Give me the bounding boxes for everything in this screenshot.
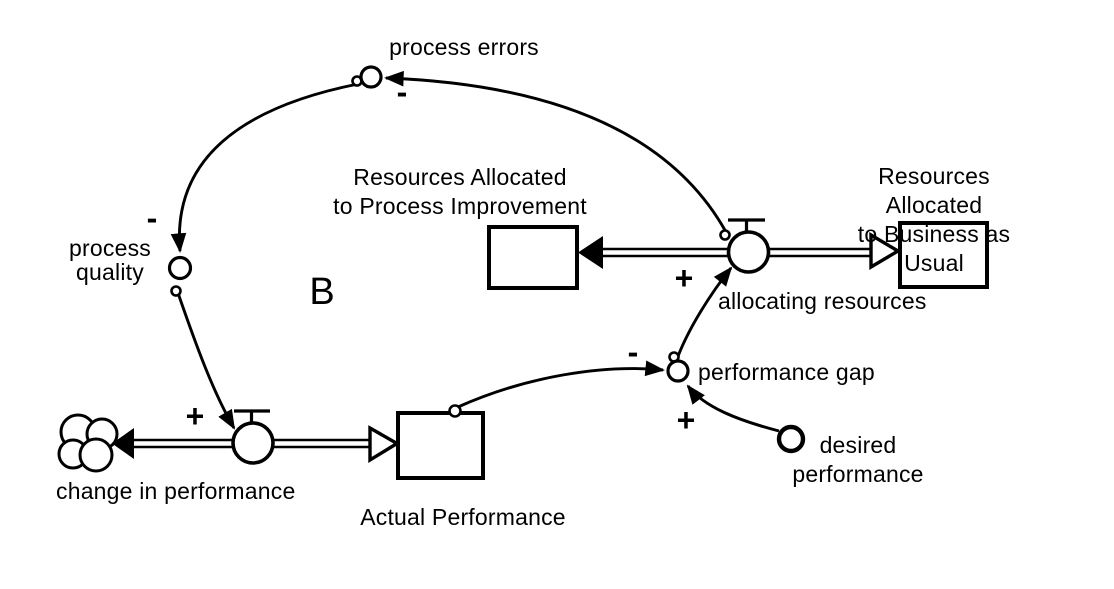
takeoff-hook: [719, 229, 731, 241]
valve-allocating-resources[interactable]: [726, 230, 771, 274]
converter-desired-performance[interactable]: [776, 424, 806, 454]
label-process-errors: process errors: [389, 34, 539, 60]
label-stock-actual-performance: Actual Performance: [360, 504, 566, 530]
label-stock-business-as-usual: Resources Allocated to Business as Usual: [857, 163, 1011, 276]
valve-handle: [728, 218, 765, 233]
flow-pipe-change-in-performance: [112, 409, 401, 465]
flow-arrowhead-hollow: [368, 425, 401, 464]
takeoff-hook: [448, 404, 462, 418]
label-performance-gap: performance gap: [698, 359, 875, 385]
stock-actual-performance[interactable]: [396, 411, 485, 480]
converter-process-errors[interactable]: [359, 65, 383, 89]
connector-desired-to-performance-gap[interactable]: [686, 384, 780, 433]
connector-allocating-to-process-errors[interactable]: [384, 70, 728, 233]
valve-change-in-performance[interactable]: [231, 421, 275, 465]
connector-performance-gap-to-allocating[interactable]: [675, 266, 733, 360]
flow-pipe-allocating-resources: [578, 218, 902, 274]
flow-arrowhead-solid: [112, 428, 134, 459]
polarity-sign: +: [674, 260, 694, 296]
flow-arrowhead-hollow: [869, 232, 902, 270]
connector-process-errors-to-process-quality[interactable]: [170, 82, 359, 253]
polarity-sign: -: [627, 334, 639, 370]
converter-performance-gap[interactable]: [666, 359, 690, 383]
connector-actual-to-performance-gap[interactable]: [457, 360, 665, 409]
label-desired-performance: desired performance: [792, 432, 924, 487]
polarity-sign: +: [185, 398, 205, 434]
label-stock-process-improvement: Resources Allocated to Process Improveme…: [333, 164, 587, 219]
label-flow-change-in-performance: change in performance: [56, 478, 296, 504]
stock-resources-business-as-usual[interactable]: [898, 221, 989, 289]
cloud-sink[interactable]: [57, 413, 119, 473]
polarity-sign: -: [396, 74, 408, 110]
loop-label-b: B: [309, 271, 335, 313]
polarity-sign: -: [146, 200, 158, 236]
flow-arrowhead-solid: [578, 236, 603, 269]
takeoff-hook: [170, 285, 182, 297]
connector-process-quality-to-change[interactable]: [176, 292, 236, 430]
stock-resources-process-improvement[interactable]: [487, 225, 579, 290]
valve-handle: [234, 409, 270, 424]
label-process-quality: process quality: [69, 235, 151, 285]
label-flow-allocating-resources: allocating resources: [718, 288, 927, 314]
polarity-sign: +: [676, 402, 696, 438]
converter-process-quality[interactable]: [167, 255, 193, 281]
